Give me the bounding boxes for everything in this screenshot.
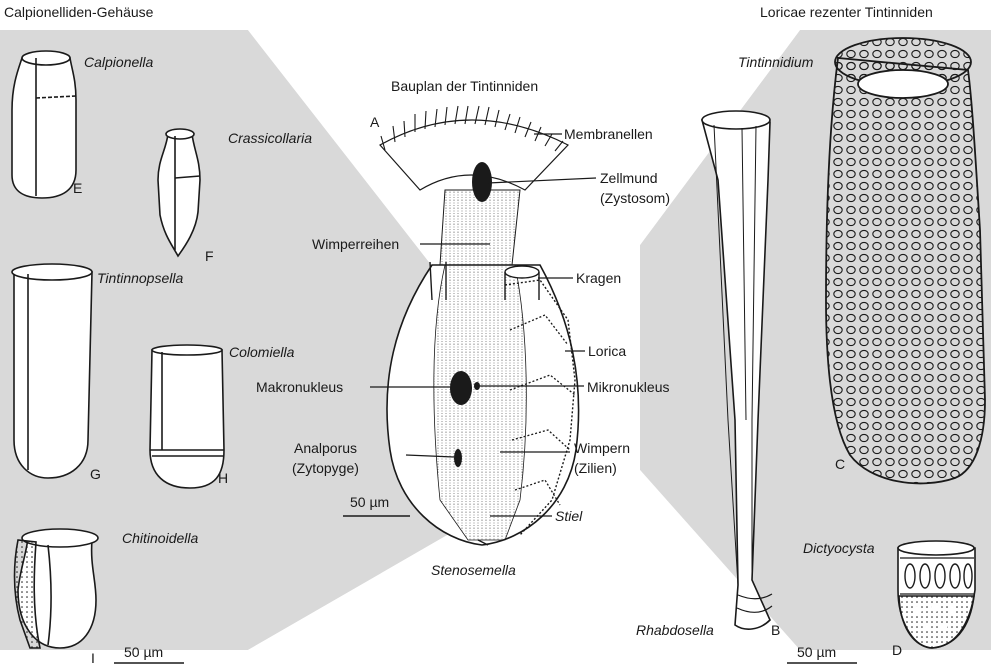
panel-letter-c: C xyxy=(835,456,845,472)
label-kragen: Kragen xyxy=(576,270,621,286)
label-wimpern: Wimpern xyxy=(574,440,630,456)
species-tintinnopsella: Tintinnopsella xyxy=(97,270,183,286)
label-lorica: Lorica xyxy=(588,343,626,359)
colomiella-lorica xyxy=(150,345,224,488)
label-analporus: Analporus xyxy=(294,440,357,456)
species-dictyocysta: Dictyocysta xyxy=(803,540,875,556)
panel-letter-f: F xyxy=(205,248,214,264)
scale-bar-center-label: 50 µm xyxy=(350,494,389,510)
species-crassicollaria: Crassicollaria xyxy=(228,130,312,146)
label-makronukleus: Makronukleus xyxy=(256,379,343,395)
label-zilien: (Zilien) xyxy=(574,460,617,476)
scale-bar-right-label: 50 µm xyxy=(797,644,836,660)
panel-letter-b: B xyxy=(771,622,780,638)
label-mikronukleus: Mikronukleus xyxy=(587,379,669,395)
species-tintinnidium: Tintinnidium xyxy=(738,54,813,70)
panel-letter-d: D xyxy=(892,642,902,658)
label-zytopyge: (Zytopyge) xyxy=(292,460,359,476)
right-heading: Loricae rezenter Tintinniden xyxy=(760,4,933,20)
center-heading: Bauplan der Tintinniden xyxy=(391,78,538,94)
panel-letter-a: A xyxy=(370,114,379,130)
scale-bar-left-label: 50 µm xyxy=(124,644,163,660)
panel-letter-e: E xyxy=(73,180,82,196)
species-colomiella: Colomiella xyxy=(229,344,294,360)
left-heading: Calpionelliden-Gehäuse xyxy=(4,4,153,20)
label-membranellen: Membranellen xyxy=(564,126,653,142)
species-chitinoidella: Chitinoidella xyxy=(122,530,198,546)
panel-letter-i: I xyxy=(91,650,95,666)
tintinnidium-lorica xyxy=(826,38,985,483)
species-rhabdosella: Rhabdosella xyxy=(636,622,714,638)
label-zellmund: Zellmund xyxy=(600,170,658,186)
calpionella-lorica xyxy=(12,51,76,198)
label-stiel: Stiel xyxy=(555,508,582,524)
panel-letter-h: H xyxy=(218,470,228,486)
species-calpionella: Calpionella xyxy=(84,54,153,70)
panel-letter-g: G xyxy=(90,466,101,482)
label-zystosom: (Zystosom) xyxy=(600,190,670,206)
tintinnopsella-lorica xyxy=(12,264,92,478)
species-stenosemella: Stenosemella xyxy=(431,562,516,578)
chitinoidella-lorica xyxy=(15,529,99,648)
label-wimperreihen: Wimperreihen xyxy=(312,236,399,252)
